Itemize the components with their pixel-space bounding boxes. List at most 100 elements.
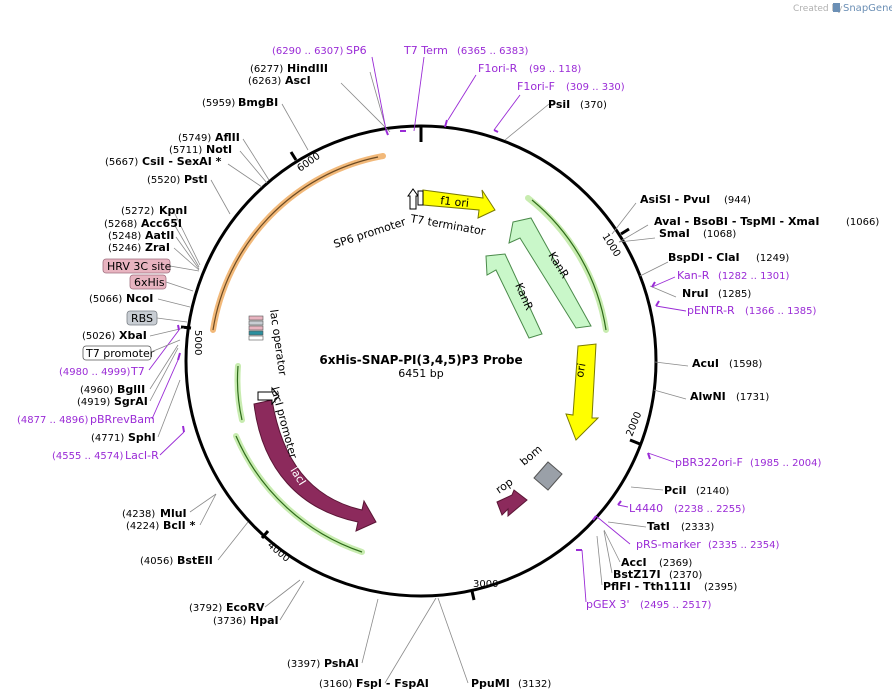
asci-label: AscI [285, 74, 311, 87]
pentr-r-primer-label: pENTR-R [687, 304, 735, 317]
t7-primer-label: T7 [130, 365, 145, 378]
laci-r-primer-pos: (4555 .. 4574) [52, 451, 124, 462]
bmgbi-pos: (5959) [202, 98, 235, 109]
csii-pos: (5667) [105, 157, 138, 168]
t7-terminator-box [417, 190, 424, 206]
acui-pos: (1598) [729, 359, 762, 370]
noti-label: NotI [206, 143, 232, 156]
acci-pos: (2369) [659, 558, 692, 569]
snapgene-logo-icon [833, 3, 840, 12]
xbai-label: XbaI [119, 329, 147, 342]
xbai-pos: (5026) [82, 331, 115, 342]
hpai-label: HpaI [250, 614, 279, 627]
bstz17i-pos: (2370) [669, 570, 702, 581]
tati-pos: (2333) [681, 522, 714, 533]
tick-label-3000: 3000 [473, 579, 498, 590]
pgex3-primer-pos: (2495 .. 2517) [640, 600, 712, 611]
l4440-primer-pos: (2238 .. 2255) [674, 504, 746, 515]
sp6-primer-pos: (6290 .. 6307) [272, 46, 344, 57]
f1ori-r-primer-pos: (99 .. 118) [529, 64, 581, 75]
sp6-promoter-label: SP6 promoter [332, 215, 408, 251]
ppumi-label: PpuMI [471, 677, 510, 690]
l4440-primer-label: L4440 [629, 502, 663, 515]
prs-marker-primer-pos: (2335 .. 2354) [708, 540, 780, 551]
laci-arrow [253, 399, 377, 532]
pshai-label: PshAI [324, 657, 359, 670]
orf-arc-green-right-core [531, 199, 607, 331]
aflii-pos: (5749) [178, 133, 211, 144]
t7-term-primer-label: T7 Term [403, 44, 448, 57]
pbr322ori-f-primer-label: pBR322ori-F [675, 456, 743, 469]
pcii-pos: (2140) [696, 486, 729, 497]
mlui-label: MluI [160, 507, 187, 520]
primer-marks [177, 119, 660, 551]
hindiii-pos: (6277) [250, 64, 283, 75]
plasmid-name: 6xHis-SNAP-PI(3,4,5)P3 Probe [319, 353, 522, 367]
psti-pos: (5520) [147, 175, 180, 186]
hindiii-label: HindIII [287, 62, 328, 75]
ncoi-pos: (5066) [89, 294, 122, 305]
snapgene-brand: SnapGene [843, 3, 892, 14]
kpni-pos: (5272) [121, 206, 154, 217]
smai-pos: (1068) [703, 229, 736, 240]
t7-terminator-label: T7 terminator [408, 212, 486, 238]
pbrrevbam-primer-pos: (4877 .. 4896) [17, 415, 89, 426]
zrai-pos: (5246) [108, 243, 141, 254]
acc65i-pos: (5268) [104, 219, 137, 230]
acci-label: AccI [621, 556, 647, 569]
t7-promoter-box [82, 345, 152, 361]
orf-arc-green-left-core [235, 435, 363, 553]
t7-term-primer-pos: (6365 .. 6383) [457, 46, 529, 57]
ori-arrow [565, 343, 600, 441]
ncoi-label: NcoI [126, 292, 153, 305]
orf-arc-orange-core [212, 156, 379, 331]
pflfi-pos: (2395) [704, 582, 737, 593]
kanr-arrow-inner [485, 253, 543, 339]
tati-label: TatI [647, 520, 670, 533]
primer-leader-lines [148, 56, 687, 603]
aatii-label: AatII [145, 229, 174, 242]
f1-ori-label: f1 ori [440, 194, 470, 210]
asci-pos: (6263) [248, 76, 281, 87]
f1ori-r-primer-label: F1ori-R [478, 62, 518, 75]
tick-label-2000: 2000 [625, 410, 645, 438]
backbone-circle [184, 124, 658, 598]
lac-operator-cluster [248, 315, 264, 341]
pflfi-label: PflFI - Tth111I [603, 580, 691, 593]
orf-arc-green-small-core [236, 365, 243, 421]
sgrai-label: SgrAI [114, 395, 148, 408]
kanr-arrow-outer [508, 217, 592, 329]
tick-label-5000: 5000 [192, 330, 203, 355]
kan-r-primer-pos: (1282 .. 1301) [718, 271, 790, 282]
avai-label: AvaI - BsoBI - TspMI - XmaI [654, 215, 819, 228]
f1ori-f-primer-label: F1ori-F [517, 80, 555, 93]
laci-r-primer-label: LacI-R [125, 449, 159, 462]
sp6-promoter-arrow [407, 188, 419, 210]
ecorv-pos: (3792) [189, 603, 222, 614]
bglii-label: BglII [117, 383, 145, 396]
bom-box [533, 461, 563, 491]
bspdi-pos: (1249) [756, 253, 789, 264]
aflii-label: AflII [215, 131, 240, 144]
bglii-pos: (4960) [80, 385, 113, 396]
nrui-pos: (1285) [718, 289, 751, 300]
t7-primer-pos: (4980 .. 4999) [59, 367, 131, 378]
pshai-pos: (3397) [287, 659, 320, 670]
avai-pos: (1066) [846, 217, 879, 228]
kan-r-primer-label: Kan-R [677, 269, 710, 282]
sgrai-pos: (4919) [77, 397, 110, 408]
lac-operator-label: lac operator [267, 309, 289, 377]
aatii-pos: (5248) [108, 231, 141, 242]
bspdi-label: BspDI - ClaI [668, 251, 740, 264]
nrui-label: NruI [682, 287, 709, 300]
asisi-label: AsiSI - PvuI [640, 193, 710, 206]
bom-label: bom [518, 443, 545, 469]
sp6-primer-label: SP6 [346, 44, 367, 57]
bsteii-label: BstEII [177, 554, 213, 567]
pgex3-primer-label: pGEX 3' [586, 598, 630, 611]
rbs-label: RBS [131, 312, 153, 325]
asisi-pos: (944) [724, 195, 751, 206]
alwni-pos: (1731) [736, 392, 769, 403]
hpai-pos: (3736) [213, 616, 246, 627]
